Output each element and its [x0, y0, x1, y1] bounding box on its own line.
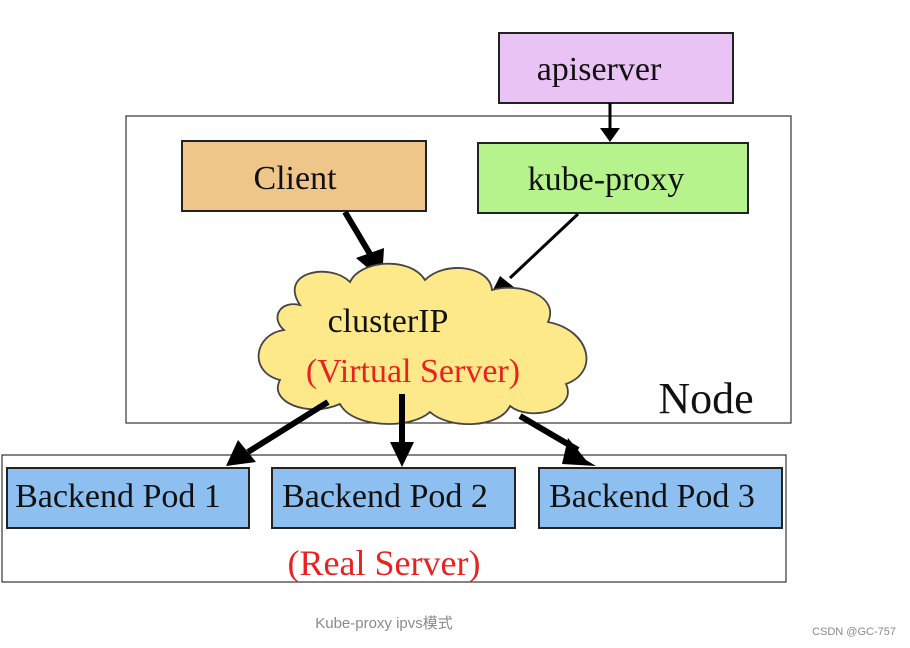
cluster-ip-cloud: clusterIP (Virtual Server) — [257, 262, 588, 426]
real-server-container — [1, 454, 787, 583]
arrow-apiserver-to-kube-proxy — [600, 103, 620, 142]
figure-caption: Kube-proxy ipvs模式 — [315, 615, 453, 632]
real-server-label: (Real Server) — [288, 543, 481, 583]
backend-pod-2-label: Backend Pod 2 — [282, 478, 488, 515]
arrow-kube-proxy-to-cluster-ip — [488, 212, 580, 300]
node-label: Node — [658, 374, 753, 423]
kube-proxy-label: kube-proxy — [528, 161, 685, 198]
arrow-cluster-ip-to-pod-2 — [390, 394, 414, 467]
csdn-watermark: CSDN @GC-757 — [812, 626, 896, 638]
backend-pod-3: Backend Pod 3 — [538, 467, 783, 529]
client-box: Client — [181, 140, 427, 212]
arrow-cluster-ip-to-pod-1 — [226, 399, 330, 466]
virtual-server-label: (Virtual Server) — [306, 353, 520, 390]
client-label: Client — [253, 160, 337, 197]
apiserver-label: apiserver — [537, 51, 662, 88]
kube-proxy-box: kube-proxy — [477, 142, 749, 214]
backend-pod-1: Backend Pod 1 — [6, 467, 250, 529]
backend-pod-2: Backend Pod 2 — [271, 467, 516, 529]
backend-pod-1-label: Backend Pod 1 — [15, 478, 221, 515]
arrow-cluster-ip-to-pod-3 — [518, 413, 596, 466]
cluster-ip-label: clusterIP — [328, 303, 449, 340]
backend-pod-3-label: Backend Pod 3 — [549, 478, 755, 515]
apiserver-box: apiserver — [498, 32, 734, 104]
